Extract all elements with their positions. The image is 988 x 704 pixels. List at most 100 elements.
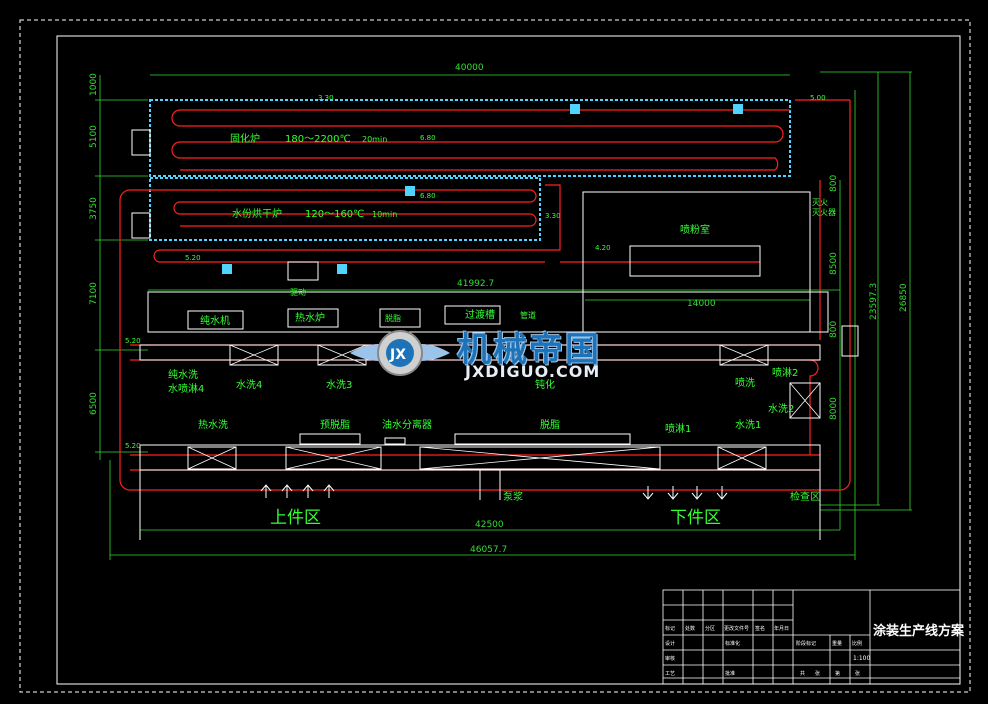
fan-icon: [405, 186, 415, 196]
svg-text:阶段标记: 阶段标记: [796, 640, 816, 647]
load-arrows: [260, 484, 335, 498]
label-dry-time: 10min: [372, 210, 397, 219]
label-dry-oven: 水份烘干炉: [232, 208, 282, 220]
svg-text:6.80: 6.80: [420, 192, 436, 200]
fan-icons: [222, 104, 743, 274]
svg-text:6.80: 6.80: [420, 134, 436, 142]
label-pump: 泵浆: [503, 490, 523, 503]
tank-crosses: [187, 344, 821, 470]
dimension-lines: [95, 71, 912, 560]
svg-text:3.30: 3.30: [318, 94, 334, 102]
label-wash1: 水洗1: [735, 419, 761, 431]
label-hot-wash: 热水洗: [198, 418, 228, 431]
svg-text:JX: JX: [389, 347, 406, 363]
label-wash2: 水洗2: [768, 403, 794, 415]
drawing-title: 涂装生产线方案: [873, 623, 965, 639]
inner-frame: [56, 35, 961, 685]
svg-text:批准: 批准: [725, 670, 735, 677]
svg-text:重量: 重量: [832, 640, 842, 647]
title-block: [662, 589, 961, 685]
label-dry-temp: 120～160℃: [305, 209, 364, 220]
watermark-title: 机械帝国: [457, 330, 601, 370]
svg-text:5.20: 5.20: [125, 337, 141, 345]
svg-text:标记: 标记: [665, 625, 675, 632]
svg-text:共: 共: [800, 670, 805, 677]
svg-text:张: 张: [855, 670, 860, 677]
dim-40000: 40000: [455, 63, 484, 73]
svg-text:处数: 处数: [685, 625, 695, 632]
label-inspect: 检查区: [790, 490, 820, 503]
svg-text:签名: 签名: [755, 625, 765, 632]
label-flow-left: 纯水洗: [168, 368, 198, 381]
dim-8000: 8000: [829, 397, 839, 420]
label-load-zone: 上件区: [270, 508, 321, 528]
svg-text:5.20: 5.20: [185, 254, 201, 262]
area-labels: 固化炉 180～2200℃ 20min 水份烘干炉 120～160℃ 10min…: [168, 132, 836, 503]
label-spray-wash: 喷洗: [735, 377, 755, 389]
scale-value: 1:100: [853, 655, 870, 662]
dim-8500: 8500: [829, 252, 839, 275]
label-pipe: 管道: [520, 310, 536, 320]
fan-icon: [222, 264, 232, 274]
svg-text:分区: 分区: [705, 625, 715, 632]
svg-text:审核: 审核: [665, 655, 675, 662]
dim-800a: 800: [829, 175, 839, 192]
svg-text:第: 第: [835, 670, 840, 677]
dim-6500: 6500: [89, 392, 99, 415]
watermark: JX 机械帝国 JXDIGUO.COM: [345, 318, 645, 388]
conveyor-line: [119, 99, 851, 491]
dry-oven-outline: [149, 177, 541, 241]
svg-text:张: 张: [815, 670, 820, 677]
cure-oven-outline: [149, 99, 791, 177]
label-unload-zone: 下件区: [670, 508, 721, 528]
dim-7100: 7100: [89, 282, 99, 305]
label-cure-time: 20min: [362, 135, 387, 144]
label-hot-water-furnace: 热水炉: [295, 311, 325, 324]
svg-text:5.00: 5.00: [810, 94, 826, 102]
label-drive: 驱动: [290, 287, 306, 297]
dim-3750: 3750: [89, 197, 99, 220]
label-transit-tank: 过渡槽: [465, 308, 495, 321]
dim-1000: 1000: [89, 73, 99, 96]
unload-arrows: [642, 486, 728, 500]
label-passivate: 钝化: [535, 378, 555, 391]
svg-text:年月日: 年月日: [774, 625, 789, 632]
svg-text:4.20: 4.20: [595, 244, 611, 252]
label-pre-degrease: 预脱脂: [320, 418, 350, 431]
svg-text:更改文件号: 更改文件号: [724, 625, 749, 632]
watermark-subtitle: JXDIGUO.COM: [465, 362, 601, 381]
dim-46057: 46057.7: [470, 545, 507, 555]
label-cure-oven: 固化炉: [230, 132, 260, 145]
svg-text:设计: 设计: [665, 640, 675, 647]
title-block-cells: 标记 处数 分区 更改文件号 签名 年月日 设计 标准化 审核 工艺 批准 阶段…: [665, 625, 862, 677]
label-wash4: 水洗4: [236, 379, 262, 391]
outer-frame: [19, 19, 971, 693]
svg-text:工艺: 工艺: [665, 671, 675, 677]
label-spray-room: 喷粉室: [680, 223, 710, 236]
label-flow-left2: 水喷淋4: [168, 382, 204, 395]
fan-icon: [337, 264, 347, 274]
fan-icon: [570, 104, 580, 114]
svg-text:3.30: 3.30: [545, 212, 561, 220]
svg-text:5.20: 5.20: [125, 442, 141, 450]
label-wash3: 水洗3: [326, 379, 352, 391]
svg-text:比例: 比例: [852, 640, 862, 647]
dim-14000: 14000: [687, 299, 716, 309]
dimension-texts: 40000 41992.7 14000 42500 46057.7 1000 5…: [89, 63, 909, 555]
label-fire2: 灭火器: [812, 208, 836, 217]
svg-text:标准化: 标准化: [725, 640, 740, 647]
dim-5100: 5100: [89, 125, 99, 148]
fan-icon: [733, 104, 743, 114]
equipment: [131, 129, 859, 540]
label-cure-temp: 180～2200℃: [285, 134, 351, 145]
dim-41992: 41992.7: [457, 279, 494, 289]
gear-wings-logo-icon: JX: [350, 330, 450, 376]
label-spray1: 喷淋1: [665, 422, 691, 435]
label-spray2: 喷淋2: [772, 366, 798, 379]
label-degrease: 脱脂: [540, 418, 560, 431]
label-fire: 灭火: [812, 198, 828, 207]
elevation-markers: 3.30 5.00 6.80 6.80 3.30 4.20 5.20 5.20 …: [125, 94, 826, 450]
label-oil-water: 油水分离器: [382, 418, 432, 431]
dim-42500: 42500: [475, 520, 504, 530]
